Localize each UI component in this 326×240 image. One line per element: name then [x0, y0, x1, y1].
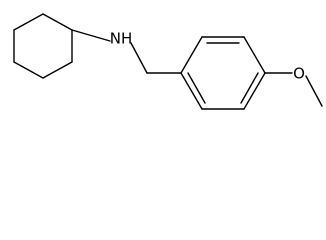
- benzene-inner-double-left: [187, 72, 206, 104]
- ring-bond-6: [13, 13, 44, 31]
- benzene-bond-4: [243, 72, 266, 110]
- oxygen-label: O: [293, 65, 305, 83]
- benzene-bond-6: [180, 72, 203, 110]
- molecule-diagram: NH O: [13, 13, 323, 110]
- oxygen-to-methyl-bond: [305, 75, 323, 107]
- nitrogen-label: NH: [110, 30, 133, 48]
- benzene-inner-double-right: [240, 72, 259, 104]
- nitrogen-to-ch2-bond: [130, 42, 148, 74]
- ring-bond-4: [13, 61, 44, 79]
- benzene-bond-1: [180, 36, 203, 74]
- ring-to-nitrogen-bond: [71, 29, 111, 42]
- structure-canvas: NH O: [0, 0, 326, 111]
- ring-bond-3: [42, 61, 73, 79]
- benzene-ring: [180, 36, 266, 110]
- cyclohexane-ring: [13, 13, 73, 79]
- ring-bond-1: [42, 13, 73, 31]
- benzene-bond-3: [243, 36, 266, 74]
